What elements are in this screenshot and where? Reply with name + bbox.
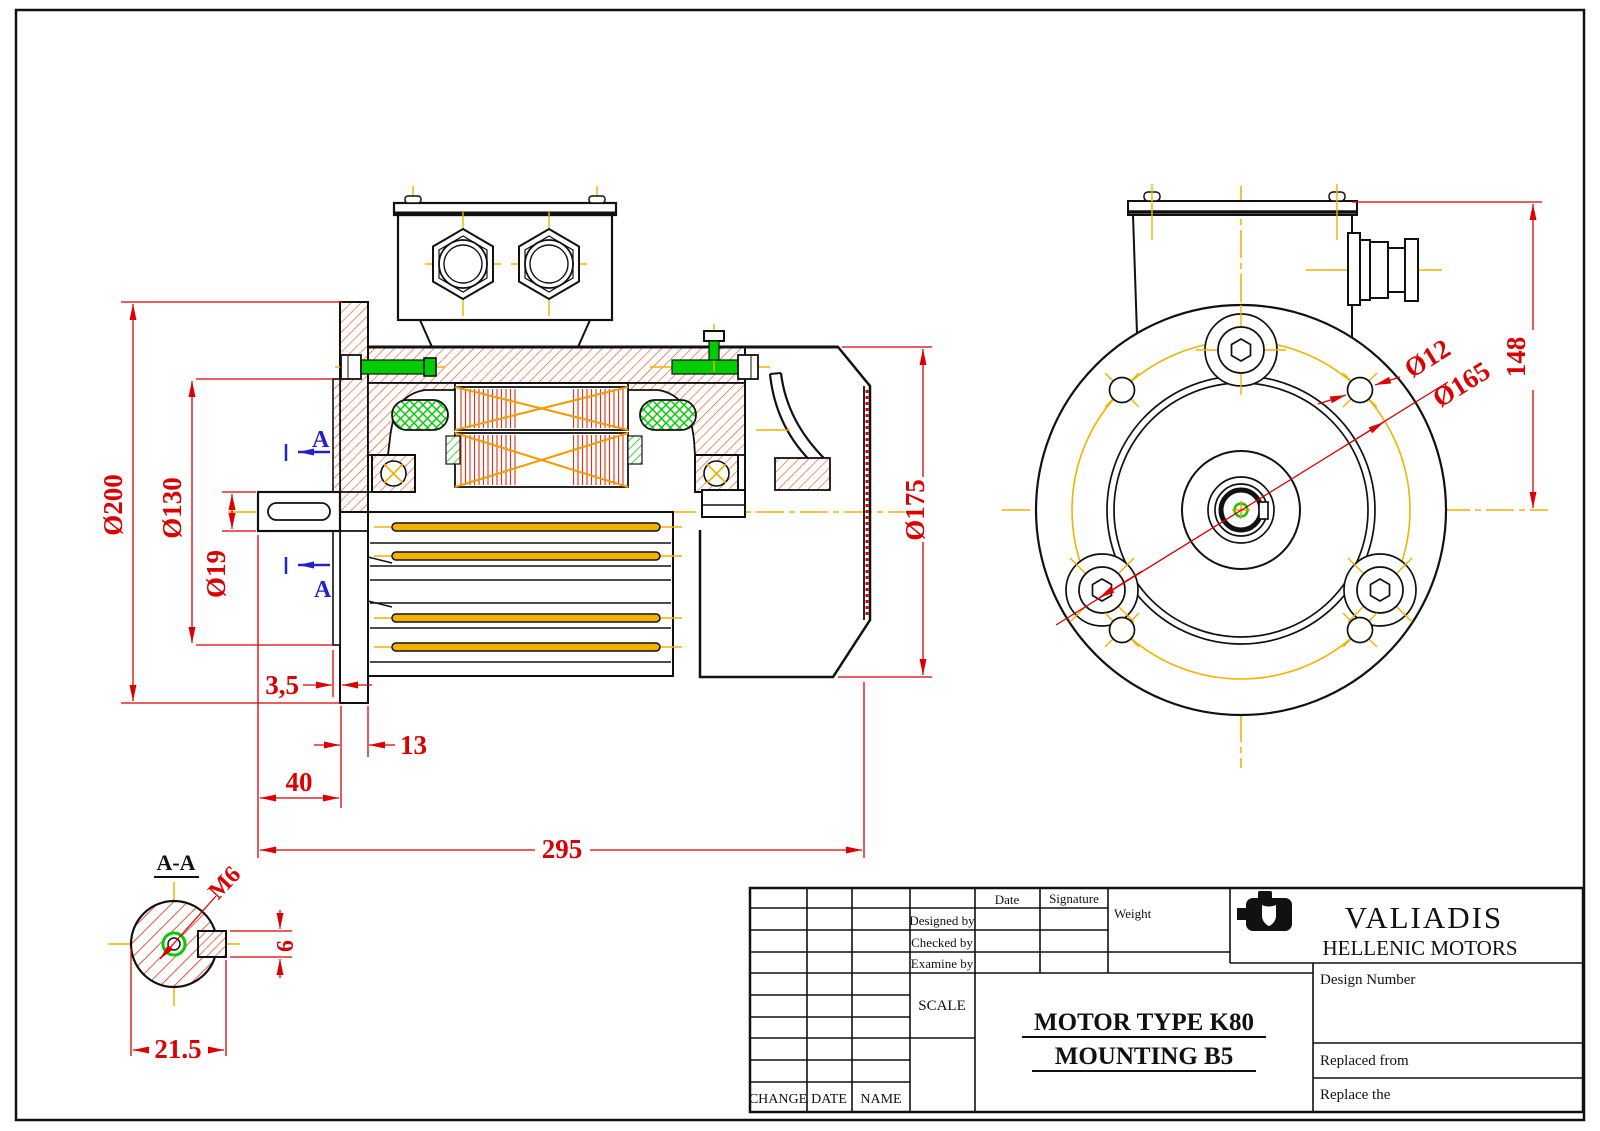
dim-148: 148 [1501, 337, 1531, 378]
date-header: Date [995, 892, 1020, 907]
terminal-box-front [1127, 184, 1442, 338]
cover-screw-top [703, 324, 725, 372]
dim-13: 13 [400, 730, 427, 760]
front-flange-view: 148 Ø12 Ø165 [1002, 184, 1548, 768]
box-screw-icon [404, 195, 422, 204]
key-cross-section [197, 930, 227, 958]
mounting-title: MOUNTING B5 [1055, 1043, 1233, 1070]
motor-type-title: MOTOR TYPE K80 [1034, 1009, 1254, 1036]
side-section-view: A A [98, 186, 938, 864]
change-col-label: CHANGE [749, 1092, 807, 1107]
fan-blade [701, 372, 831, 518]
dim-40: 40 [286, 767, 313, 797]
dim-d175: Ø175 [900, 479, 930, 541]
terminal-box-side [392, 186, 618, 348]
title-block: Date Signature Designed by Checked by Ex… [748, 886, 1585, 1114]
aa-dimensions [130, 895, 292, 1056]
dim-295: 295 [542, 834, 583, 864]
company-subtitle: HELLENIC MOTORS [1322, 936, 1517, 960]
replaced-from-label: Replaced from [1320, 1053, 1409, 1069]
bearing-fan-end [694, 454, 739, 493]
dim-d130: Ø130 [157, 477, 187, 539]
signature-header: Signature [1049, 891, 1099, 906]
shaft-side [256, 490, 372, 533]
date-col-label: DATE [811, 1092, 847, 1107]
weight-label: Weight [1114, 906, 1152, 921]
dim-21-5: 21.5 [154, 1034, 201, 1064]
dim-6: 6 [273, 940, 299, 952]
tie-bolt-left [335, 354, 445, 380]
cable-gland-hex-icon [425, 212, 501, 316]
winding-head-left [391, 399, 449, 431]
checked-by-label: Checked by [911, 935, 973, 950]
rotor-core-section [454, 432, 629, 488]
motor-body-external [367, 511, 682, 677]
examine-by-label: Examine by [911, 956, 974, 971]
section-plane-a: A A [284, 427, 332, 603]
dim-d19: Ø19 [201, 550, 231, 598]
designed-by-label: Designed by [909, 913, 975, 928]
dim-d200: Ø200 [98, 474, 128, 536]
tie-bolt-right [650, 354, 770, 380]
bearing-drive-end [371, 454, 416, 493]
section-aa-detail: A-A M6 6 21.5 [108, 850, 299, 1064]
valiadis-logo motor-silhouette-icon [1237, 891, 1292, 931]
replace-the-label: Replace the [1320, 1087, 1391, 1103]
section-aa-title: A-A [156, 850, 195, 875]
design-number-label: Design Number [1320, 972, 1415, 988]
company-name: VALIADIS [1345, 900, 1503, 935]
dim-3-5: 3,5 [265, 670, 299, 700]
page-border [14, 8, 1586, 1122]
keyway-front [1258, 501, 1269, 520]
dim-m6: M6 [204, 862, 247, 905]
b5-flange-section [332, 301, 369, 704]
section-label-a-bottom: A [314, 577, 332, 603]
slot-wedge [627, 435, 643, 465]
cable-gland-side-icon [1306, 232, 1442, 306]
flange-mounting-holes [1104, 372, 1378, 648]
dim-bg [908, 477, 938, 541]
tie-rods-external [374, 522, 682, 652]
cable-gland-hex-icon [511, 212, 587, 316]
name-col-label: NAME [860, 1092, 901, 1107]
section-label-a-top: A [312, 427, 330, 453]
slot-wedge [445, 435, 461, 465]
box-screw-icon [588, 195, 606, 204]
scale-label: SCALE [918, 998, 966, 1014]
fan-cover [698, 345, 872, 679]
front-view-dimensions [1055, 201, 1542, 626]
stator-core-section [454, 386, 629, 431]
winding-head-right [639, 399, 697, 431]
keyway-slot [267, 502, 331, 521]
side-view-dimensions [121, 301, 932, 858]
